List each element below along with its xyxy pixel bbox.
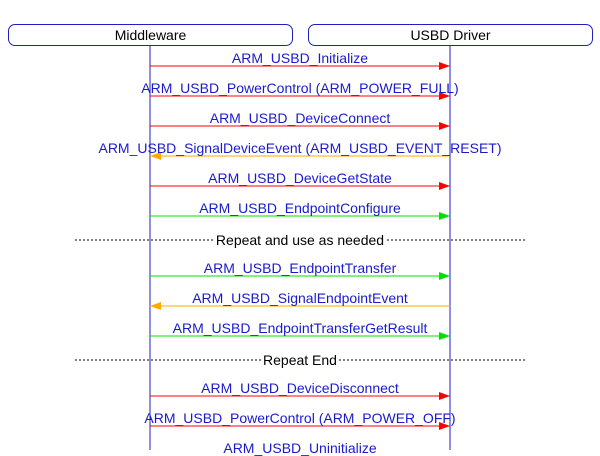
actor-middleware-label: Middleware (114, 27, 187, 43)
arrowhead (439, 212, 450, 220)
message-label: ARM_USBD_SignalDeviceEvent (ARM_USBD_EVE… (98, 140, 502, 156)
message-label: ARM_USBD_EndpointTransferGetResult (172, 320, 428, 336)
arrowhead (439, 182, 450, 190)
arrowhead (439, 332, 450, 340)
actor-usbd-driver-label: USBD Driver (410, 27, 491, 43)
arrowhead (439, 92, 450, 100)
message-label: ARM_USBD_DeviceDisconnect (201, 380, 399, 396)
message-label: ARM_USBD_DeviceConnect (209, 110, 391, 126)
message-label: ARM_USBD_EndpointTransfer (203, 260, 397, 276)
arrowhead (150, 152, 161, 160)
separator-label: Repeat End (261, 352, 339, 368)
arrowhead (150, 302, 161, 310)
message-label: ARM_USBD_DeviceGetState (208, 170, 392, 186)
message-label: ARM_USBD_Initialize (231, 50, 369, 66)
actor-middleware: Middleware (8, 24, 293, 46)
arrowhead (439, 392, 450, 400)
message-label: ARM_USBD_SignalEndpointEvent (192, 290, 408, 306)
arrowhead (439, 272, 450, 280)
arrowhead (439, 62, 450, 70)
message-label: ARM_USBD_Uninitialize (223, 440, 377, 456)
arrowhead (439, 422, 450, 430)
message-label: ARM_USBD_EndpointConfigure (199, 200, 401, 216)
message-label: ARM_USBD_PowerControl (ARM_POWER_OFF) (144, 410, 456, 426)
actor-usbd-driver: USBD Driver (308, 24, 593, 46)
message-label: ARM_USBD_PowerControl (ARM_POWER_FULL) (141, 80, 459, 96)
separator-label: Repeat and use as needed (213, 232, 387, 248)
arrowhead (439, 122, 450, 130)
